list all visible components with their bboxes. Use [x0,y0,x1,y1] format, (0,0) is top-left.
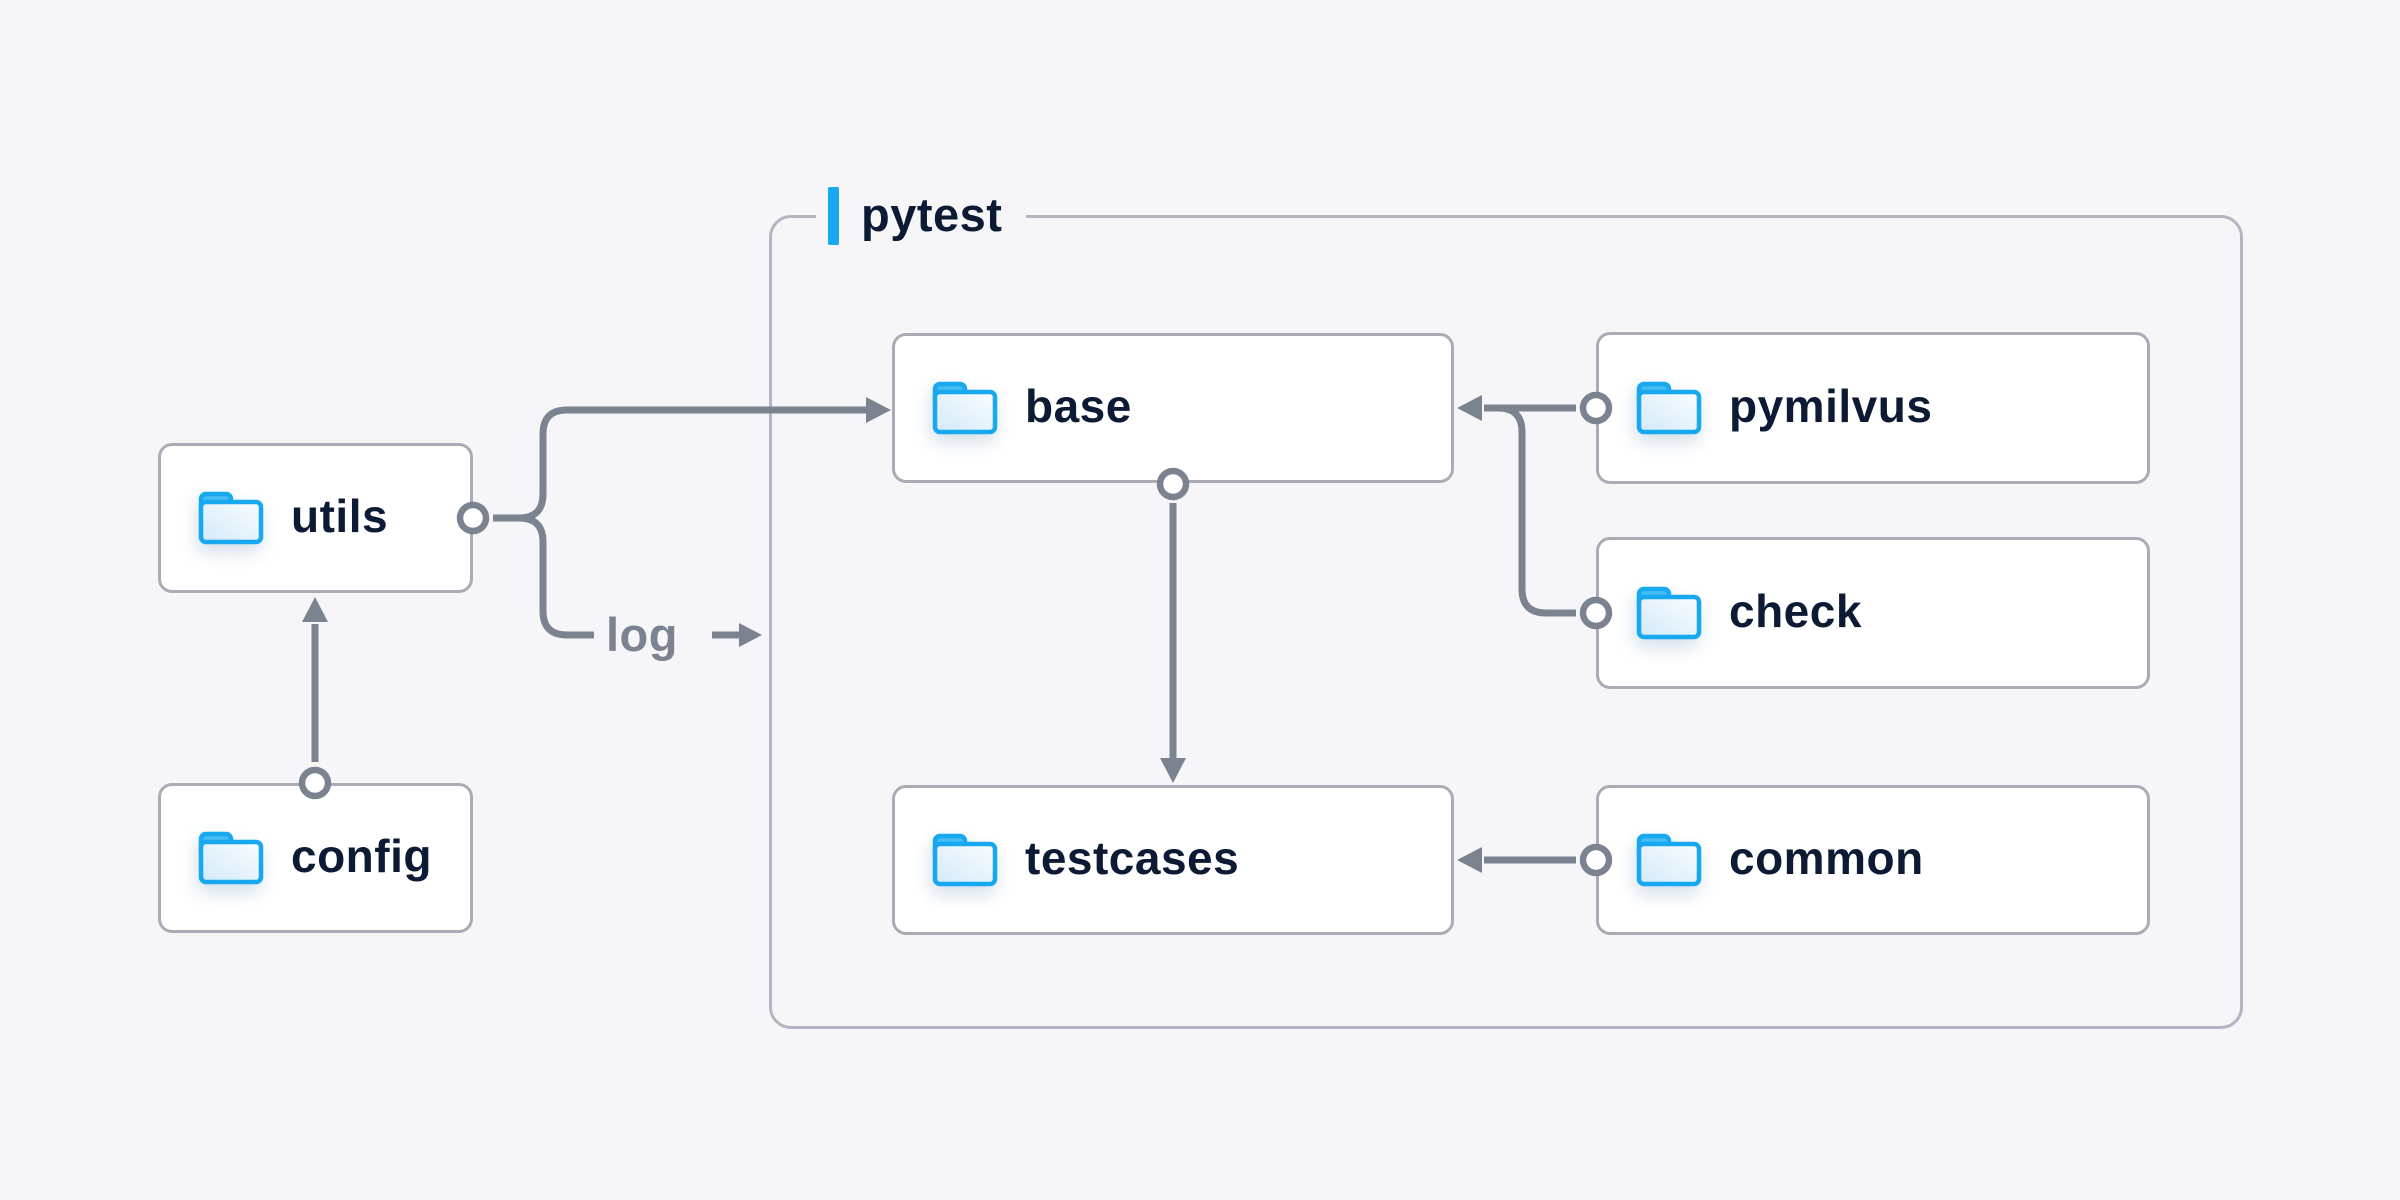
arrowhead [739,623,762,647]
folder-icon [932,833,998,887]
group-title: pytest [861,187,1003,241]
node-base: base [892,333,1454,483]
node-config: config [158,783,473,933]
folder-icon [932,381,998,435]
node-utils: utils [158,443,473,593]
node-label: utils [291,490,389,542]
folder-icon [1636,586,1702,640]
node-check: check [1596,537,2150,689]
folder-icon [1636,833,1702,887]
edge-utils-log [493,514,594,639]
node-label: base [1025,380,1132,432]
node-pymilvus: pymilvus [1596,332,2150,484]
pytest-group-frame [769,215,2243,1029]
node-label: common [1729,832,1924,884]
arrowhead [302,597,328,622]
pytest-group-label: pytest [816,184,1027,248]
accent-bar [828,187,839,245]
node-label: check [1729,585,1862,637]
folder-icon [1636,381,1702,435]
node-testcases: testcases [892,785,1454,935]
folder-icon [198,491,264,545]
node-label: testcases [1025,832,1240,884]
edge-label-log: log [606,608,678,661]
node-label: config [291,830,432,882]
node-label: pymilvus [1729,380,1933,432]
node-common: common [1596,785,2150,935]
folder-icon [198,831,264,885]
